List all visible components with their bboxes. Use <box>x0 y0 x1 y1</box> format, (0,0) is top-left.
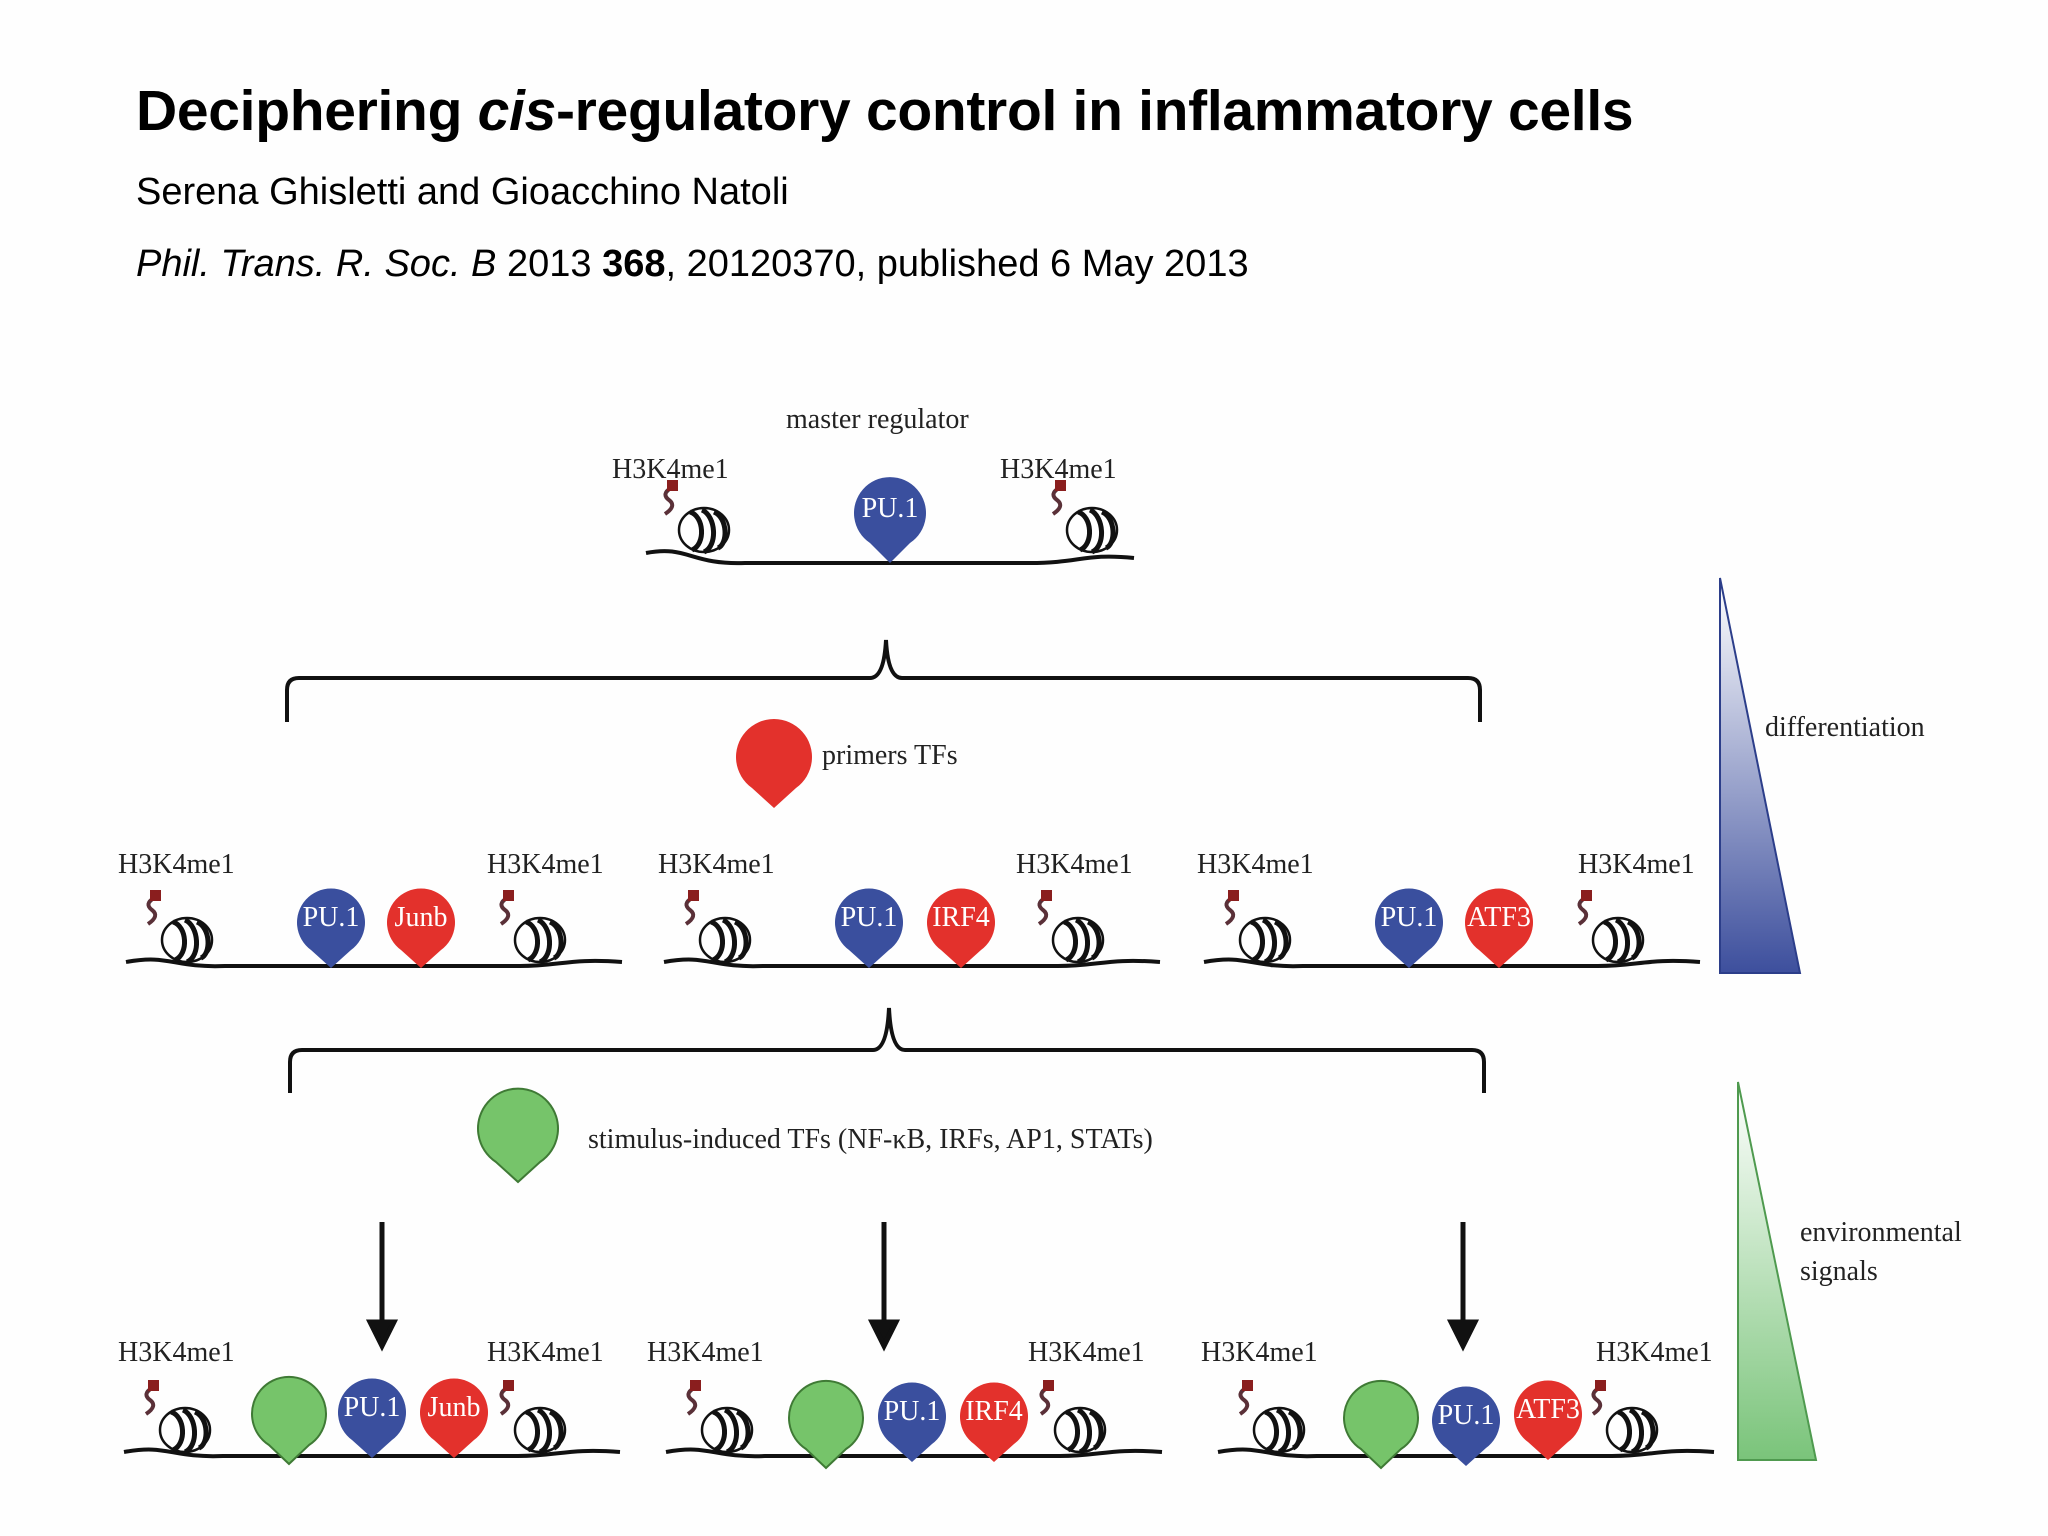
mark-label: H3K4me1 <box>1016 849 1133 880</box>
mark-label: H3K4me1 <box>487 1337 604 1368</box>
mark-label: H3K4me1 <box>1201 1337 1318 1368</box>
irf4-label: IRF4 <box>932 902 990 933</box>
nucleosome-icon <box>1041 1380 1105 1452</box>
pu1-label: PU.1 <box>862 493 919 524</box>
environmental-gradient <box>1737 1081 1818 1461</box>
pu1-label: PU.1 <box>1381 902 1438 933</box>
primer-tf-icon: ATF3 <box>1465 888 1533 968</box>
pu1-label: PU.1 <box>841 902 898 933</box>
nucleosome-icon <box>501 1380 565 1452</box>
primer-tf-icon: Junb <box>387 888 455 968</box>
stimulus-tf-icon <box>1343 1379 1419 1470</box>
nucleosome-icon <box>665 480 729 552</box>
mark-label: H3K4me1 <box>1028 1337 1145 1368</box>
atf3-label: ATF3 <box>1467 902 1531 933</box>
primers-tfs-label: primers TFs <box>822 740 958 771</box>
row-2: H3K4me1 H3K4me1 H3K4me1 H3K4me1 H3K4me1 … <box>118 849 1701 969</box>
stimulus-tf-icon <box>251 1375 327 1466</box>
mark-label: H3K4me1 <box>118 1337 235 1368</box>
nucleosome-icon <box>146 1380 210 1452</box>
pu1-label: PU.1 <box>1438 1400 1495 1431</box>
stimulus-tf-icon <box>477 1087 559 1184</box>
pu1-tf-icon: PU.1 <box>297 888 365 968</box>
citation-volume: 368 <box>602 243 666 285</box>
down-arrow-head-icon <box>1446 1319 1480 1352</box>
down-arrow-head-icon <box>365 1319 399 1352</box>
primer-tf-icon: IRF4 <box>960 1382 1028 1462</box>
pu1-tf-icon: PU.1 <box>1375 888 1443 968</box>
pu1-tf-icon: PU.1 <box>1432 1386 1500 1466</box>
dna-strand <box>125 957 623 969</box>
mark-label: H3K4me1 <box>647 1337 764 1368</box>
irf4-label: IRF4 <box>965 1396 1023 1427</box>
dna-strand <box>1203 957 1701 969</box>
title-part2: -regulatory control in inflammatory cell… <box>555 79 1634 143</box>
paper-citation: Phil. Trans. R. Soc. B 2013 368, 2012037… <box>136 243 1249 286</box>
mark-label: H3K4me1 <box>118 849 235 880</box>
junb-label: Junb <box>428 1392 481 1423</box>
dna-strand <box>645 549 1135 566</box>
nucleosome-icon <box>148 890 212 962</box>
paper-authors: Serena Ghisletti and Gioacchino Natoli <box>136 171 789 213</box>
junb-label: Junb <box>395 902 448 933</box>
citation-rest: , 20120370, published 6 May 2013 <box>665 243 1249 285</box>
nucleosome-icon <box>1240 1380 1304 1452</box>
dna-strand <box>663 957 1161 969</box>
down-arrow-head-icon <box>867 1319 901 1352</box>
pu1-tf-icon: PU.1 <box>878 1382 946 1462</box>
pu1-label: PU.1 <box>303 902 360 933</box>
mark-label: H3K4me1 <box>658 849 775 880</box>
paper-title: Deciphering cis-regulatory control in in… <box>136 78 1634 144</box>
primer-tf-icon: ATF3 <box>1514 1380 1582 1460</box>
pu1-tf-icon: PU.1 <box>854 477 926 563</box>
primer-tf-icon: IRF4 <box>927 888 995 968</box>
mark-label: H3K4me1 <box>1578 849 1695 880</box>
nucleosome-icon <box>501 890 565 962</box>
nucleosome-icon <box>1579 890 1643 962</box>
title-part1: Deciphering <box>136 79 478 143</box>
bracket-connector <box>285 639 1482 722</box>
arrows <box>365 1222 1480 1352</box>
citation-journal: Phil. Trans. R. Soc. B <box>136 243 497 285</box>
stimulus-tf-icon <box>788 1379 864 1470</box>
master-regulator-label: master regulator <box>786 404 969 435</box>
mark-label: H3K4me1 <box>487 849 604 880</box>
nucleosome-icon <box>686 890 750 962</box>
signals-label: signals <box>1800 1256 1878 1287</box>
pu1-tf-icon: PU.1 <box>338 1378 406 1458</box>
title-italic: cis <box>477 79 557 143</box>
pu1-label: PU.1 <box>344 1392 401 1423</box>
nucleosome-icon <box>688 1380 752 1452</box>
mark-label: H3K4me1 <box>1197 849 1314 880</box>
mark-label: H3K4me1 <box>1596 1337 1713 1368</box>
mark-label: H3K4me1 <box>612 454 729 485</box>
nucleosome-icon <box>1053 480 1117 552</box>
primer-tf-icon <box>736 719 812 808</box>
row-3: H3K4me1 H3K4me1 H3K4me1 H3K4me1 H3K4me1 … <box>118 1337 1715 1470</box>
atf3-label: ATF3 <box>1516 1394 1580 1425</box>
pu1-tf-icon: PU.1 <box>835 888 903 968</box>
nucleosome-icon <box>1226 890 1290 962</box>
differentiation-gradient <box>1719 577 1802 974</box>
bracket-connector <box>288 1007 1486 1093</box>
mark-label: H3K4me1 <box>1000 454 1117 485</box>
primer-tf-icon: Junb <box>420 1378 488 1458</box>
stimulus-induced-tfs-label: stimulus-induced TFs (NF-κB, IRFs, AP1, … <box>588 1124 1153 1155</box>
citation-year: 2013 <box>496 243 603 285</box>
nucleosome-icon <box>1039 890 1103 962</box>
environmental-label: environmental <box>1800 1217 1962 1248</box>
pu1-label: PU.1 <box>884 1396 941 1427</box>
differentiation-label: differentiation <box>1765 712 1925 743</box>
nucleosome-icon <box>1593 1380 1657 1452</box>
